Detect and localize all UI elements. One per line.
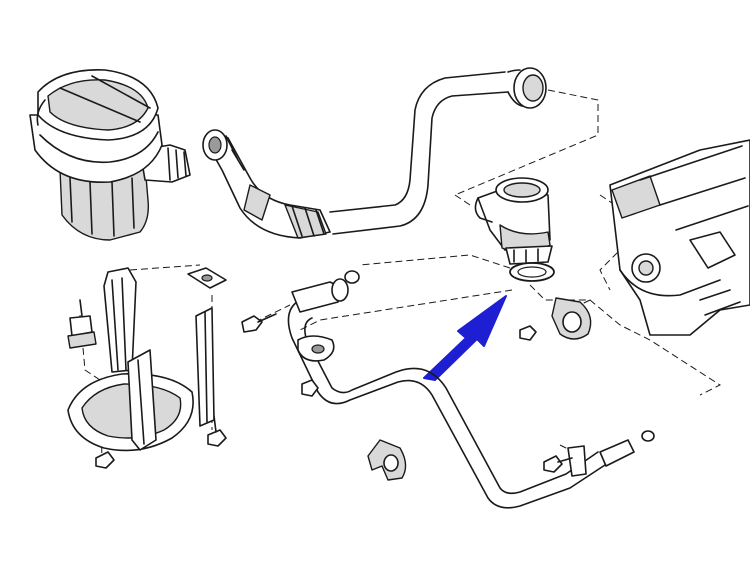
valve-icon: [474, 177, 553, 265]
air-pump-icon: [29, 69, 191, 241]
clamp-icon: [367, 297, 592, 481]
engine-icon: [609, 139, 750, 336]
arrow-icon: [423, 295, 507, 381]
air-pipe-lower: [287, 270, 655, 509]
gasket-icon: [509, 262, 555, 282]
hose-icon: [202, 129, 331, 239]
bolt-icon: [95, 313, 573, 473]
air-pipe-upper: [329, 67, 547, 235]
bracket-icon: [67, 267, 227, 452]
